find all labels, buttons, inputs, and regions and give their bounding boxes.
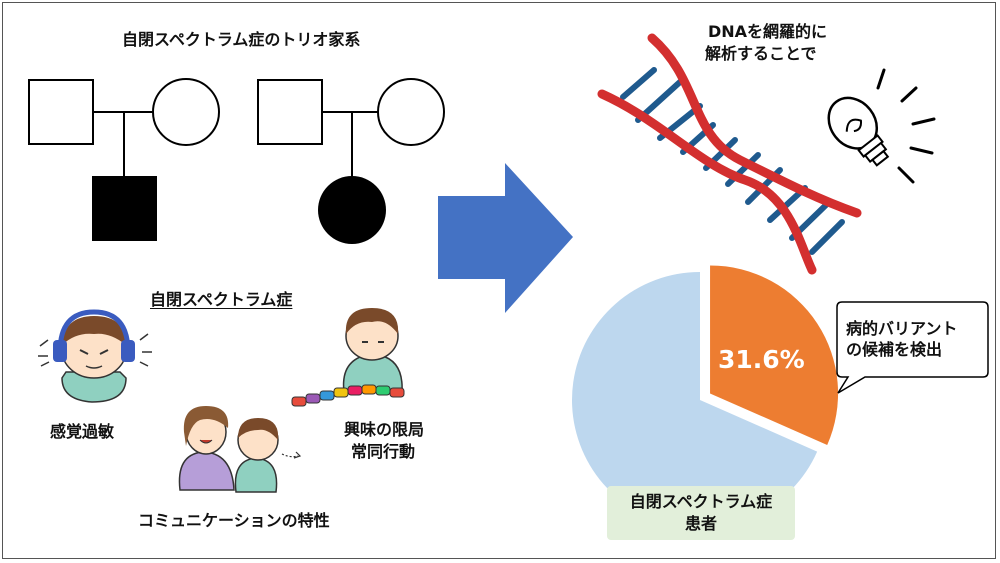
process-arrow <box>438 163 573 313</box>
pedigree-title: 自閉スペクトラム症のトリオ家系 <box>122 30 361 49</box>
callout-line2: の候補を検出 <box>846 340 943 359</box>
pie-chart <box>572 265 839 528</box>
affected-daughter-symbol <box>318 176 386 244</box>
toy-cars <box>291 384 405 407</box>
callout-bubble <box>836 301 989 394</box>
affected-son-symbol <box>92 176 157 241</box>
father-symbol <box>28 79 94 145</box>
patient-line2: 患者 <box>684 514 717 533</box>
father-symbol <box>257 79 323 145</box>
interest-label-line2: 常同行動 <box>351 442 416 461</box>
pie-percentage-label: 31.6% <box>718 345 805 374</box>
pie-slice-highlighted <box>710 265 839 446</box>
interest-label-line1: 興味の限局 <box>344 420 425 439</box>
callout-text: 病的バリアント の候補を検出 <box>846 318 957 360</box>
patient-line1: 自閉スペクトラム症 <box>629 492 773 511</box>
dna-caption-line1: DNAを網羅的に <box>708 22 828 41</box>
child-headphones-illustration <box>38 309 152 403</box>
traits-title: 自閉スペクトラム症 <box>150 290 293 309</box>
communication-label: コミュニケーションの特性 <box>138 511 330 530</box>
mother-symbol <box>152 78 220 146</box>
communication-illustration <box>178 406 302 493</box>
lightbulb-icon <box>827 68 936 184</box>
pedigree-trio-daughter <box>257 78 445 244</box>
pie-slice-remainder <box>572 272 818 528</box>
dna-helix-icon <box>597 33 862 275</box>
mother-symbol <box>377 78 445 146</box>
patient-label-box: 自閉スペクトラム症 患者 <box>607 486 795 540</box>
pedigree-trio-son <box>28 78 220 241</box>
child-toys-illustration <box>291 308 405 407</box>
callout-line1: 病的バリアント <box>846 319 958 338</box>
sensory-label: 感覚過敏 <box>50 422 115 441</box>
dna-caption-line2: 解析することで <box>705 44 817 63</box>
